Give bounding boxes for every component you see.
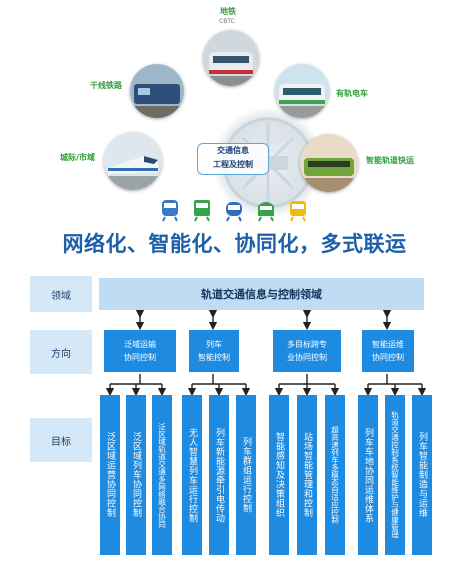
- goal-col-5: 列车新能源牵引电传动: [209, 395, 229, 555]
- goal-col-6: 列车群组运行控制: [236, 395, 256, 555]
- goal-col-1: 泛区域运营协同控制: [100, 395, 120, 555]
- goal-col-10: 列车车地协同运维体系: [358, 395, 378, 555]
- tram-icon: [226, 202, 242, 222]
- goal-col-4: 无人智慧列车运行控制: [182, 395, 202, 555]
- goal-col-7: 智能感知及决策组织: [269, 395, 289, 555]
- direction-3-line1: 多目标跨专: [287, 340, 327, 349]
- light-rail-icon: [290, 201, 306, 222]
- category-tram: 有轨电车: [336, 88, 368, 99]
- domain-box: 轨道交通信息与控制领域: [99, 278, 424, 310]
- metro-photo: [203, 30, 259, 86]
- category-mainline: 干线铁路: [90, 80, 122, 91]
- hub-title-line2: 工程及控制: [213, 160, 253, 169]
- row-label-goal: 目标: [30, 418, 92, 462]
- row-label-domain: 领域: [30, 276, 92, 312]
- intercity-photo: [104, 132, 162, 190]
- hub-title-line1: 交通信息: [217, 146, 249, 155]
- direction-2-line1: 列车: [206, 340, 222, 349]
- goal-col-3: 泛区域轨道交通多网络融合协同: [152, 395, 172, 555]
- category-mainline-label: 干线铁路: [90, 81, 122, 90]
- freight-train-icon: [194, 200, 210, 222]
- direction-box-4: 智能运维 协同控制: [362, 330, 414, 372]
- category-art-label: 智能轨道快运: [366, 156, 414, 165]
- direction-box-3: 多目标跨专 业协同控制: [273, 330, 341, 372]
- category-intercity: 城际/市域: [60, 152, 95, 163]
- direction-2-line2: 智能控制: [198, 353, 230, 362]
- direction-1-line1: 泛域运输: [124, 340, 156, 349]
- hub-title-box: 交通信息 工程及控制: [197, 143, 269, 175]
- goal-col-11: 轨道交通控制系统智能维护与健康管理: [385, 395, 405, 555]
- mode-icon-row: [160, 198, 310, 226]
- category-metro: 地铁: [220, 6, 236, 17]
- art-photo: [300, 134, 358, 192]
- high-speed-train-icon: [258, 202, 274, 222]
- category-metro-sub: CBTC: [219, 18, 235, 25]
- direction-box-1: 泛域运输 协同控制: [104, 330, 176, 372]
- direction-box-2: 列车 智能控制: [189, 330, 239, 372]
- direction-1-line2: 协同控制: [124, 353, 156, 362]
- category-art: 智能轨道快运: [366, 155, 414, 166]
- direction-4-line2: 协同控制: [372, 353, 404, 362]
- slogan: 网络化、智能化、协同化，多式联运: [62, 232, 407, 256]
- mainline-photo: [130, 64, 184, 118]
- direction-3-line2: 业协同控制: [287, 353, 327, 362]
- goal-col-8: 站场智能管理和控制: [297, 395, 317, 555]
- metro-train-icon: [162, 200, 178, 222]
- row-label-direction: 方向: [30, 330, 92, 374]
- category-intercity-label: 城际/市域: [60, 153, 95, 162]
- tram-photo: [275, 64, 329, 118]
- goal-col-2: 泛区域列车协同控制: [126, 395, 146, 555]
- category-metro-label: 地铁: [220, 7, 236, 16]
- direction-4-line1: 智能运维: [372, 340, 404, 349]
- goal-col-9: 超高速列车多模态自适应控制: [325, 395, 345, 555]
- category-tram-label: 有轨电车: [336, 89, 368, 98]
- goal-col-12: 列车智能制造与运维: [412, 395, 432, 555]
